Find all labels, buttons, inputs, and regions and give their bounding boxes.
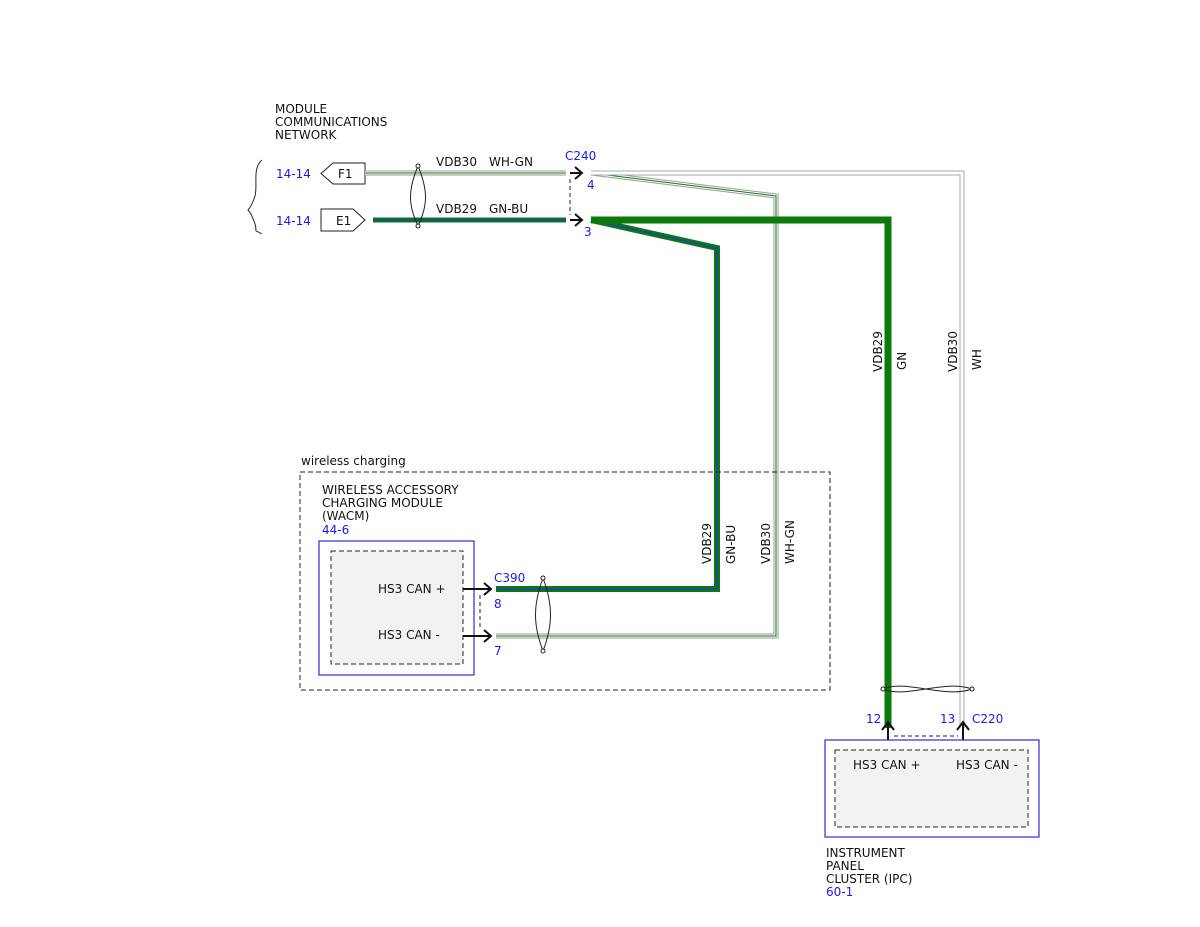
green-wire-circuit-label: VDB29 bbox=[871, 331, 885, 372]
mid-green-color-label: GN-BU bbox=[724, 525, 738, 564]
c220-pin-12: 12 bbox=[866, 712, 881, 726]
bottom-wire-circuit: VDB29 bbox=[436, 202, 477, 216]
connection-brace bbox=[247, 159, 263, 235]
connector-c240[interactable]: C240 4 3 bbox=[565, 149, 596, 239]
wacm-pin-minus-label: HS3 CAN - bbox=[378, 628, 440, 642]
ipc-name-line-1: INSTRUMENT bbox=[826, 846, 905, 860]
twist-mark-left bbox=[410, 163, 426, 229]
title-line-1: MODULE bbox=[275, 102, 327, 116]
c240-pin-4: 4 bbox=[587, 178, 595, 192]
right-wire-labels: VDB29 GN VDB30 WH bbox=[871, 331, 984, 372]
e1-label: E1 bbox=[336, 214, 351, 228]
network-title: MODULE COMMUNICATIONS NETWORK bbox=[275, 102, 387, 142]
f1-ref[interactable]: 14-14 bbox=[276, 167, 311, 181]
wacm-name-line-2: CHARGING MODULE bbox=[322, 496, 443, 510]
wireless-charging-group: wireless charging WIRELESS ACCESSORY CHA… bbox=[299, 454, 831, 691]
c390-name: C390 bbox=[494, 571, 525, 585]
c390-pin-8: 8 bbox=[494, 597, 502, 611]
c240-pin-3: 3 bbox=[584, 225, 592, 239]
wireless-group-label: wireless charging bbox=[301, 454, 406, 468]
connector-c390[interactable]: C390 8 7 bbox=[463, 571, 525, 658]
wacm-name-line-3: (WACM) bbox=[322, 509, 369, 523]
e1-flag[interactable]: E1 bbox=[320, 208, 366, 232]
wacm-ref[interactable]: 44-6 bbox=[322, 523, 349, 537]
ipc-name: INSTRUMENT PANEL CLUSTER (IPC) 60-1 bbox=[826, 846, 912, 899]
c240-name: C240 bbox=[565, 149, 596, 163]
wire-vdb29 bbox=[373, 216, 892, 728]
e1-ref[interactable]: 14-14 bbox=[276, 214, 311, 228]
ipc-name-line-3: CLUSTER (IPC) bbox=[826, 872, 912, 886]
top-wire-circuit: VDB30 bbox=[436, 155, 477, 169]
wacm-pin-plus-label: HS3 CAN + bbox=[378, 582, 446, 596]
mid-green-circuit-label: VDB29 bbox=[700, 523, 714, 564]
wacm-module-box[interactable]: HS3 CAN + HS3 CAN - bbox=[318, 540, 475, 676]
twist-mark-ipc bbox=[880, 685, 975, 693]
mid-white-color-label: WH-GN bbox=[783, 520, 797, 564]
ipc-module-box[interactable]: HS3 CAN + HS3 CAN - bbox=[824, 739, 1040, 838]
title-line-2: COMMUNICATIONS bbox=[275, 115, 387, 129]
c220-pin-13: 13 bbox=[940, 712, 955, 726]
white-wire-circuit-label: VDB30 bbox=[946, 331, 960, 372]
green-wire-color-label: GN bbox=[895, 352, 909, 370]
ipc-pin-plus-label: HS3 CAN + bbox=[853, 758, 921, 772]
c220-name: C220 bbox=[972, 712, 1003, 726]
bottom-wire-color: GN-BU bbox=[489, 202, 528, 216]
title-line-3: NETWORK bbox=[275, 128, 338, 142]
f1-flag[interactable]: F1 bbox=[320, 162, 366, 185]
twist-mark-wacm bbox=[535, 575, 551, 654]
white-wire-color-label: WH bbox=[970, 349, 984, 370]
mid-white-circuit-label: VDB30 bbox=[759, 523, 773, 564]
wacm-name-line-1: WIRELESS ACCESSORY bbox=[322, 483, 459, 497]
c390-pin-7: 7 bbox=[494, 644, 502, 658]
ipc-ref[interactable]: 60-1 bbox=[826, 885, 853, 899]
f1-label: F1 bbox=[338, 167, 353, 181]
top-wire-color: WH-GN bbox=[489, 155, 533, 169]
ipc-pin-minus-label: HS3 CAN - bbox=[956, 758, 1018, 772]
ipc-name-line-2: PANEL bbox=[826, 859, 864, 873]
wire-vdb30 bbox=[365, 170, 965, 728]
mid-wire-labels: VDB29 GN-BU VDB30 WH-GN bbox=[700, 520, 797, 564]
